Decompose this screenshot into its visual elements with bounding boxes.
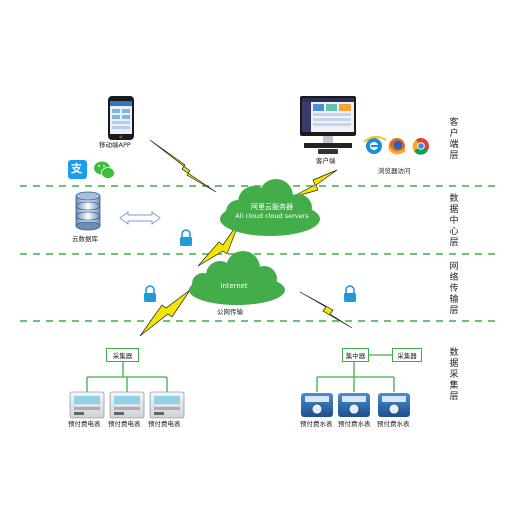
- electric-meter-icon: [109, 391, 145, 419]
- collector-box: 采集器: [106, 348, 139, 362]
- collector-box-2: 采集器: [392, 348, 422, 362]
- sync-arrow-icon: [119, 211, 161, 225]
- concentrator-box: 集中器: [342, 348, 369, 362]
- electric-meter-label: 预付费电表: [68, 420, 101, 428]
- lightning-icon: [299, 291, 353, 329]
- lock-icon: [180, 229, 192, 246]
- aliyun-cloud-icon: [220, 179, 320, 236]
- aliyun-server-label: 阿里云服务器: [251, 203, 293, 211]
- internet-cloud-icon: [189, 251, 285, 305]
- lock-icon: [344, 285, 356, 302]
- layer-label-datacenter: 数据中心层: [449, 194, 459, 248]
- ie-browser-icon: [363, 136, 387, 154]
- water-meter-icon: [301, 393, 333, 417]
- alipay-icon: [68, 160, 87, 179]
- lock-icon: [144, 285, 156, 302]
- layer-label-network: 网络传输层: [449, 262, 459, 316]
- water-meter-label: 预付费水表: [300, 420, 333, 428]
- mobile-phone-icon: [108, 96, 134, 140]
- alipay-glyph: 支: [71, 162, 82, 175]
- electric-meter-label: 预付费电表: [108, 420, 141, 428]
- pc-client-label: 客户端: [316, 157, 336, 165]
- electric-meter-icon: [149, 391, 185, 419]
- lightning-icon: [289, 169, 338, 199]
- internet-label: Internet: [220, 282, 248, 290]
- cloud-database-label: 云数据库: [72, 235, 98, 243]
- lightning-icon: [197, 219, 241, 267]
- database-icon: [75, 191, 101, 231]
- desktop-computer-icon: [300, 96, 356, 154]
- electric-meter-label: 预付费电表: [148, 420, 181, 428]
- lightning-icon: [139, 289, 191, 337]
- water-meter-label: 预付费水表: [338, 420, 371, 428]
- layer-label-client: 客户端层: [449, 118, 459, 161]
- lightning-icon: [149, 139, 217, 193]
- chrome-browser-icon: [412, 138, 429, 155]
- water-meter-icon: [378, 393, 410, 417]
- water-meter-label: 预付费水表: [377, 420, 410, 428]
- public-network-label: 公网传输: [217, 308, 243, 316]
- wechat-icon: [94, 161, 115, 179]
- layer-label-collection: 数据采集层: [449, 348, 459, 402]
- firefox-browser-icon: [387, 138, 406, 155]
- aliyun-server-en-label: Ali cloud cloud servers: [235, 212, 309, 220]
- mobile-app-label: 移动端APP: [99, 141, 131, 149]
- water-meter-icon: [338, 393, 370, 417]
- browser-access-label: 浏览器访问: [378, 167, 411, 175]
- electric-meter-icon: [69, 391, 105, 419]
